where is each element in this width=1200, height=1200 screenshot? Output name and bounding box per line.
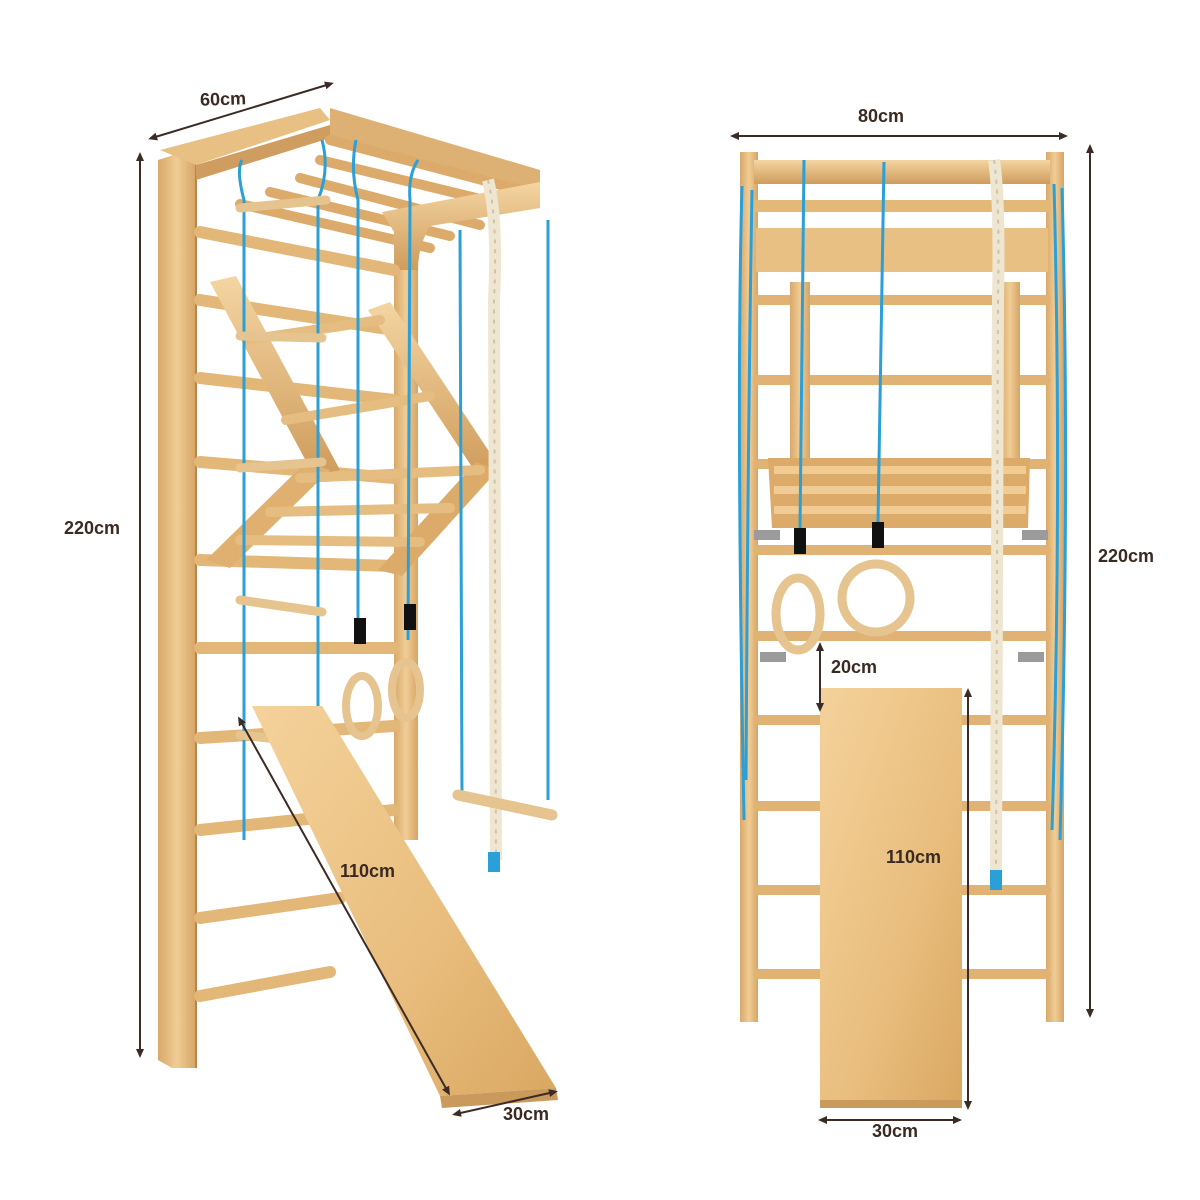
left-board-width-label: 30cm [503, 1104, 550, 1124]
left-view-wall-bars [158, 108, 558, 1108]
right-view-wall-bars [737, 152, 1068, 1108]
left-width-label: 60cm [199, 88, 247, 110]
left-board-length-label: 110cm [340, 861, 396, 881]
right-dimension-lines [730, 132, 1094, 1124]
left-height-label: 220cm [64, 518, 121, 538]
right-board-length-label: 110cm [886, 847, 942, 867]
left-dimension-lines [136, 81, 558, 1117]
right-height-label: 220cm [1098, 546, 1155, 566]
right-gap-label: 20cm [831, 657, 878, 677]
right-board-width-label: 30cm [872, 1121, 919, 1141]
right-width-label: 80cm [858, 106, 905, 126]
